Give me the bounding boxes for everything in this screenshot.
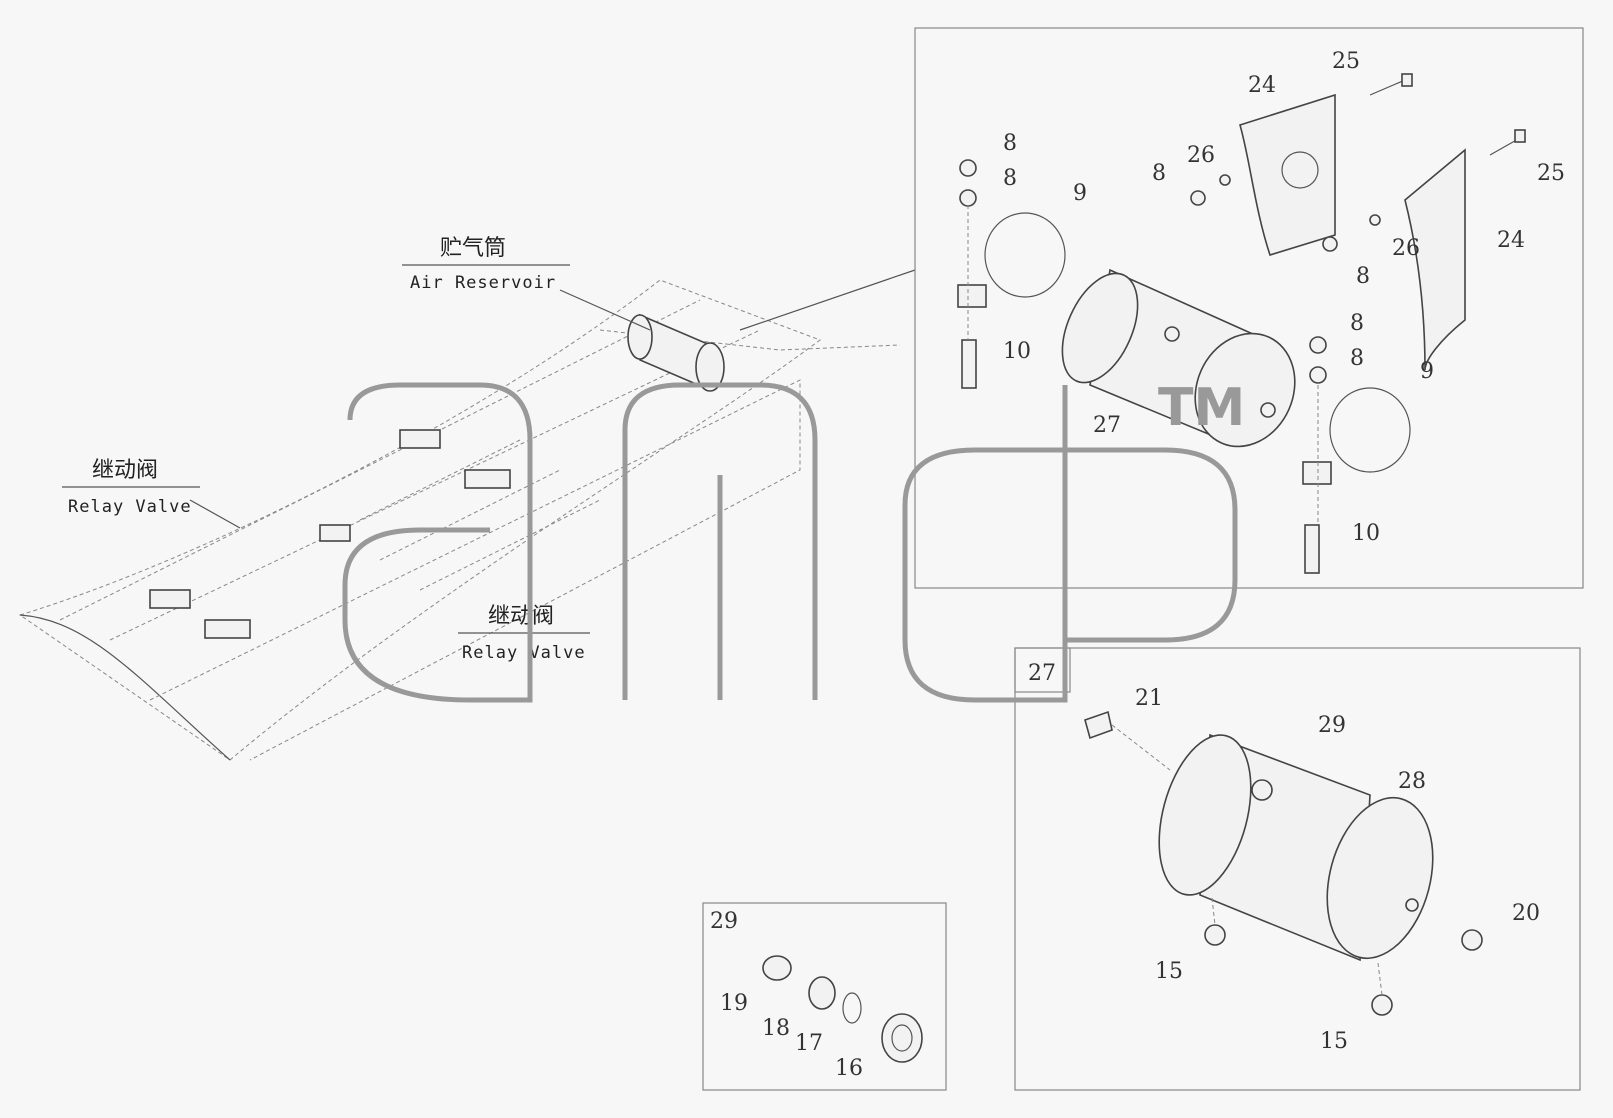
callout-21: 21 xyxy=(1135,686,1163,711)
callout-24: 24 xyxy=(1497,228,1525,253)
callout-17: 17 xyxy=(795,1031,823,1056)
bracket-24-upper xyxy=(1239,93,1336,256)
callout-19: 19 xyxy=(720,991,748,1016)
relay-valve-caption-1-cn: 继动阀 xyxy=(92,458,158,483)
callout-26: 26 xyxy=(1187,143,1215,168)
callout-24: 24 xyxy=(1248,73,1276,98)
callout-27: 27 xyxy=(1093,413,1121,438)
tank-detail-title: 27 xyxy=(1028,661,1056,686)
callout-8: 8 xyxy=(1350,346,1364,371)
strap-9-lower xyxy=(1329,387,1411,473)
air-reservoir-caption-en: Air Reservoir xyxy=(410,273,556,293)
callout-28: 28 xyxy=(1398,769,1426,794)
tank-detail-parts xyxy=(1084,710,1483,1016)
callout-8: 8 xyxy=(1350,311,1364,336)
chassis-frame xyxy=(18,269,916,761)
fitting-detail-box xyxy=(702,902,947,1091)
callout-15: 15 xyxy=(1320,1029,1348,1054)
callout-9: 9 xyxy=(1073,181,1087,206)
callout-9: 9 xyxy=(1420,359,1434,384)
callout-25: 25 xyxy=(1537,161,1565,186)
bracket-24-lower xyxy=(1404,148,1466,371)
mounting-parts xyxy=(957,73,1526,574)
callout-15: 15 xyxy=(1155,959,1183,984)
fitting-detail-callouts: 19 18 17 16 xyxy=(720,991,863,1081)
callout-8: 8 xyxy=(1003,166,1017,191)
callout-16: 16 xyxy=(835,1056,863,1081)
callout-8: 8 xyxy=(1003,131,1017,156)
watermark-logo: TM xyxy=(342,378,1245,703)
relay-valve-caption-2-en: Relay Valve xyxy=(462,643,586,663)
callout-18: 18 xyxy=(762,1016,790,1041)
callout-10: 10 xyxy=(1003,339,1031,364)
callout-25: 25 xyxy=(1332,49,1360,74)
tank-detail-callouts: 21 29 28 20 15 15 xyxy=(1135,686,1540,1054)
tank-detail-box xyxy=(1014,647,1581,1091)
relay-valve-cluster xyxy=(149,429,511,639)
upper-callouts: 8 8 9 10 24 25 26 8 25 26 8 24 8 8 9 27 … xyxy=(1003,49,1565,546)
fitting-detail-title: 29 xyxy=(710,909,738,934)
callout-29: 29 xyxy=(1318,713,1346,738)
callout-10: 10 xyxy=(1352,521,1380,546)
strap-9-upper xyxy=(984,212,1066,298)
relay-valve-caption-1-en: Relay Valve xyxy=(68,497,192,517)
callout-26: 26 xyxy=(1392,236,1420,261)
trademark-mark: TM xyxy=(1158,378,1245,438)
callout-8: 8 xyxy=(1152,161,1166,186)
callout-8: 8 xyxy=(1356,264,1370,289)
mounting-detail-box xyxy=(914,27,1584,589)
fitting-detail-parts xyxy=(762,955,923,1063)
air-reservoir-caption-cn: 贮气筒 xyxy=(440,236,506,261)
callout-20: 20 xyxy=(1512,901,1540,926)
relay-valve-caption-2-cn: 继动阀 xyxy=(488,604,554,629)
air-reservoir-on-frame xyxy=(627,313,725,392)
